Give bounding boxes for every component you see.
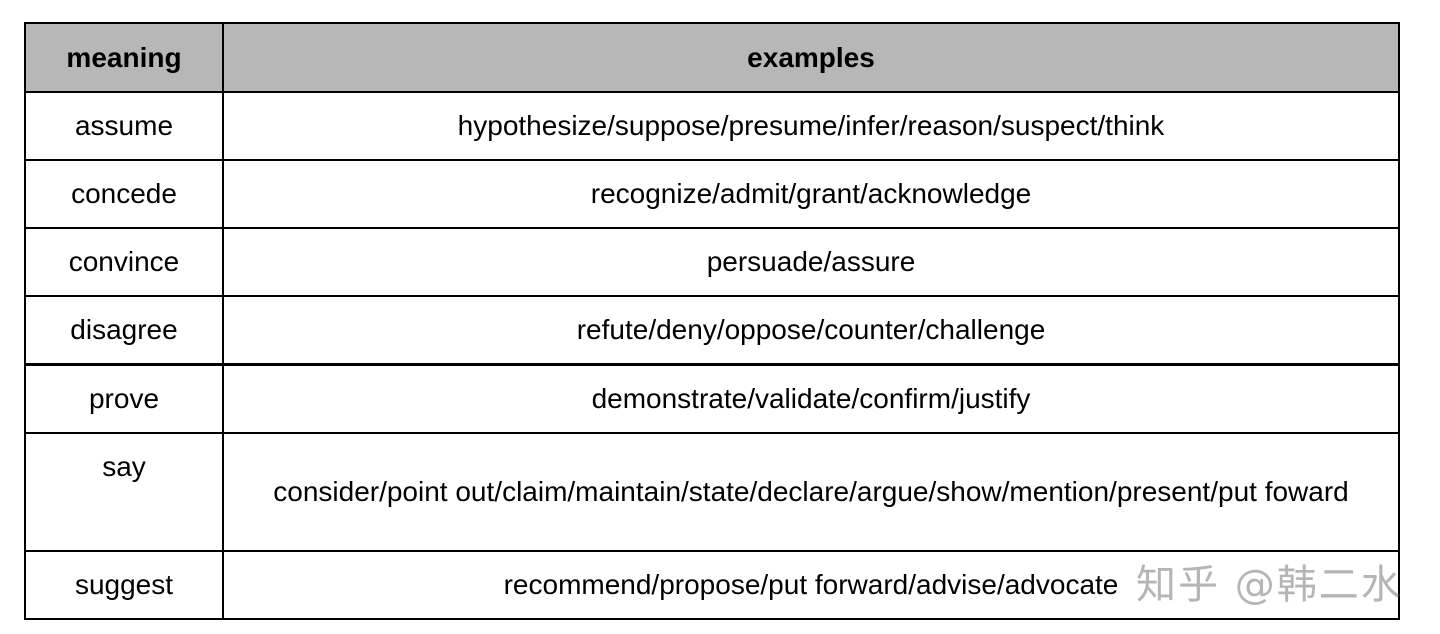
table-row: disagree refute/deny/oppose/counter/chal… <box>24 295 1400 366</box>
table-row: say consider/point out/claim/maintain/st… <box>24 432 1400 552</box>
table-row: prove demonstrate/validate/confirm/justi… <box>24 363 1400 434</box>
meaning-cell: disagree <box>24 295 224 366</box>
table-row: suggest recommend/propose/put forward/ad… <box>24 550 1400 620</box>
examples-cell: recognize/admit/grant/acknowledge <box>222 159 1400 229</box>
meaning-cell: say <box>24 432 224 552</box>
examples-cell: recommend/propose/put forward/advise/adv… <box>222 550 1400 620</box>
table-row: assume hypothesize/suppose/presume/infer… <box>24 91 1400 161</box>
table-row: concede recognize/admit/grant/acknowledg… <box>24 159 1400 229</box>
examples-cell: demonstrate/validate/confirm/justify <box>222 363 1400 434</box>
header-row: meaning examples <box>24 22 1400 93</box>
meaning-cell: convince <box>24 227 224 297</box>
examples-cell: persuade/assure <box>222 227 1400 297</box>
vocabulary-table: meaning examples assume hypothesize/supp… <box>24 22 1400 620</box>
meaning-cell: concede <box>24 159 224 229</box>
table-row: convince persuade/assure <box>24 227 1400 297</box>
examples-cell: refute/deny/oppose/counter/challenge <box>222 295 1400 366</box>
meaning-cell: prove <box>24 363 224 434</box>
header-examples: examples <box>222 22 1400 93</box>
examples-cell: consider/point out/claim/maintain/state/… <box>222 432 1400 552</box>
examples-cell: hypothesize/suppose/presume/infer/reason… <box>222 91 1400 161</box>
meaning-cell: suggest <box>24 550 224 620</box>
header-meaning: meaning <box>24 22 224 93</box>
meaning-cell: assume <box>24 91 224 161</box>
watermark: 知乎 @韩二水 <box>1136 562 1403 608</box>
